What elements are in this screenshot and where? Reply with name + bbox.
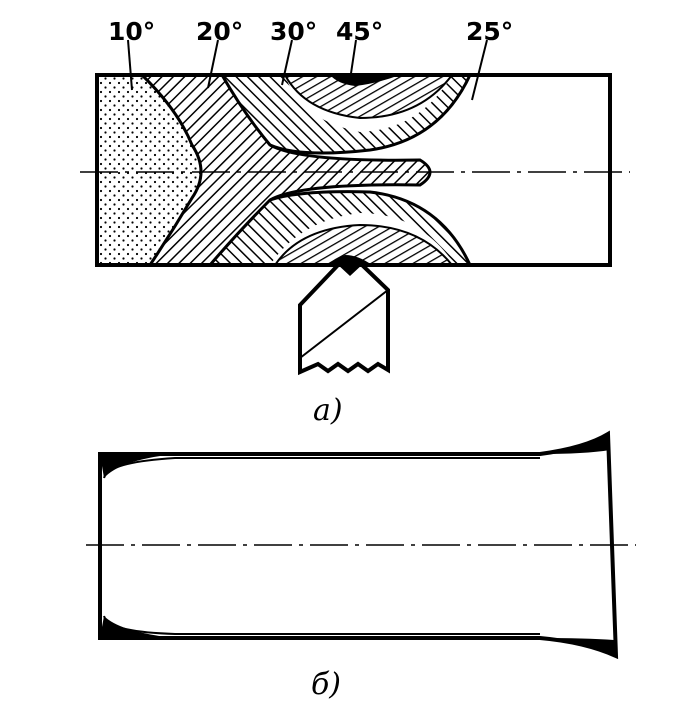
caption-a: а) [313, 393, 343, 428]
wear-right-bottom [540, 638, 616, 656]
cutting-tool [298, 261, 390, 376]
zone-45-deg-top [285, 75, 452, 118]
wear-left-bottom [100, 616, 175, 638]
figure-b: б) [86, 430, 636, 702]
wear-left-top [100, 454, 175, 478]
zone-45-deg-bottom [275, 225, 452, 265]
zone-30-deg-bottom [210, 191, 470, 265]
contact-spot-top [330, 75, 400, 86]
caption-b: б) [311, 667, 341, 702]
zone-30-deg-top [222, 75, 470, 154]
figure-a: 10° 20° 30° 45° 25° а) [80, 17, 630, 428]
angle-label-25: 25° [466, 17, 513, 46]
angle-label-10: 10° [108, 17, 155, 46]
zone-10-deg [97, 75, 201, 265]
zone-20-deg [142, 75, 430, 265]
angle-label-30: 30° [270, 17, 317, 46]
leader-lines-a [127, 39, 488, 101]
angle-label-45: 45° [336, 17, 383, 46]
wear-right-top [540, 434, 610, 454]
angle-label-20: 20° [196, 17, 243, 46]
